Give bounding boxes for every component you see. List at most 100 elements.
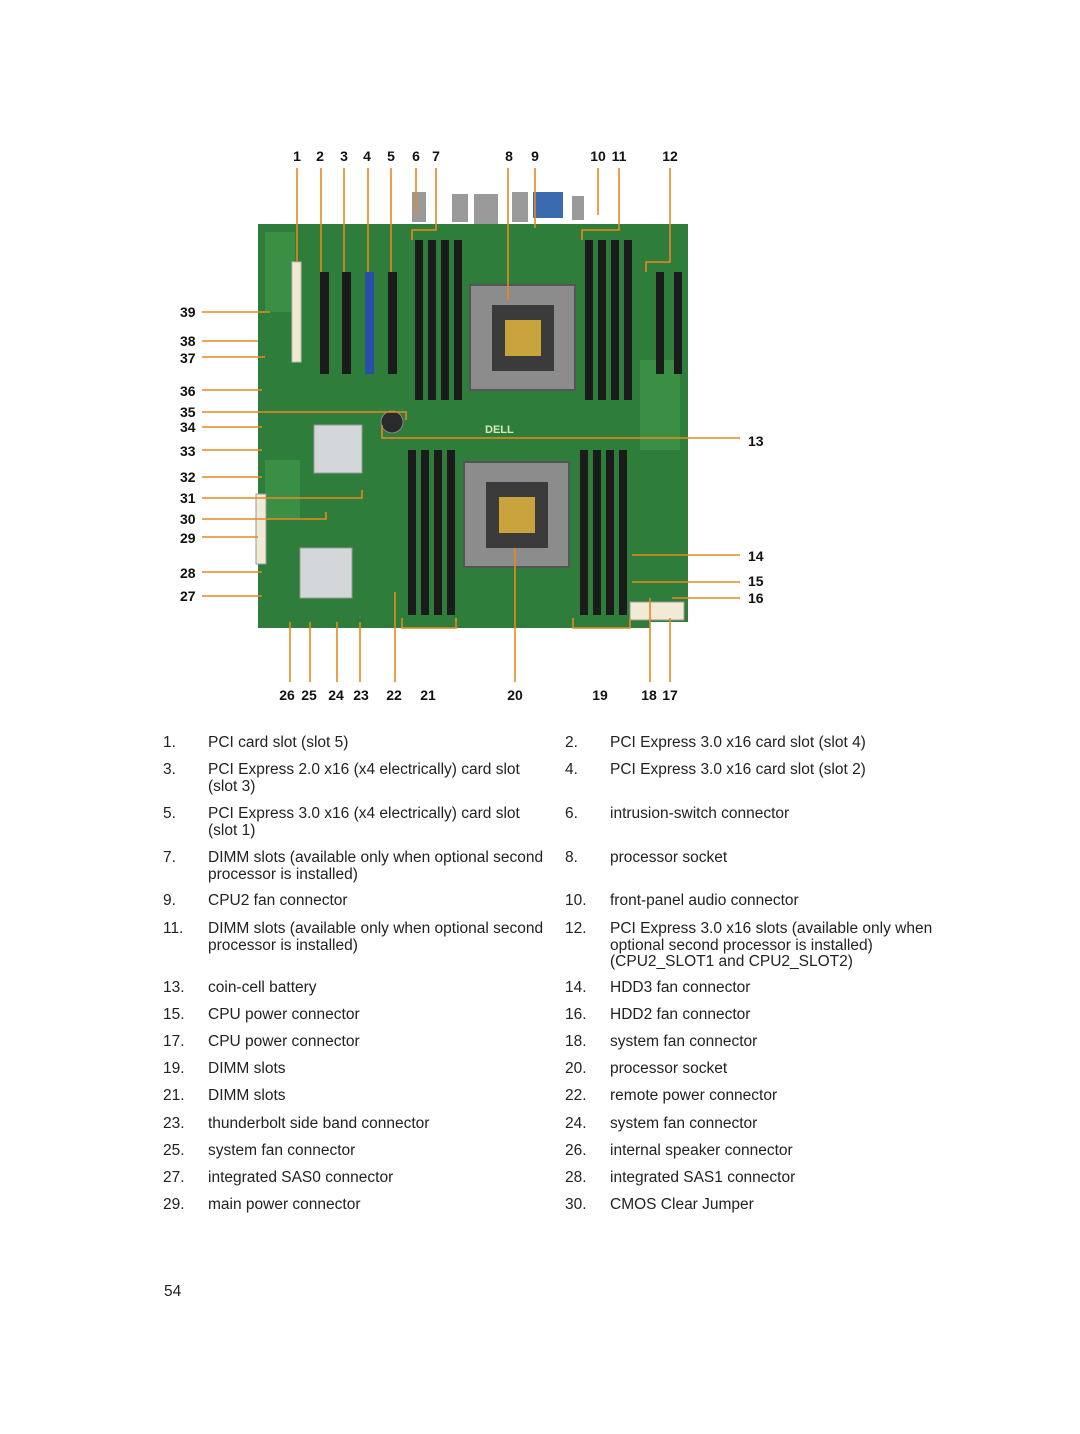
legend-number: 20.	[565, 1060, 587, 1077]
legend-number: 9.	[163, 892, 176, 909]
page-number: 54	[164, 1283, 182, 1300]
callout-bottom-17: 17	[662, 687, 678, 703]
legend-number: 29.	[163, 1196, 185, 1213]
legend-text: CPU power connector	[208, 1033, 360, 1050]
legend-number: 3.	[163, 761, 176, 778]
legend-text: HDD2 fan connector	[610, 1006, 751, 1023]
callout-left-30: 30	[180, 511, 196, 527]
legend-number: 14.	[565, 979, 587, 996]
legend-text: main power connector	[208, 1196, 361, 1213]
callout-top-12: 12	[662, 148, 678, 164]
callout-top-3: 3	[340, 148, 348, 164]
legend-number: 21.	[163, 1087, 185, 1104]
legend-number: 8.	[565, 849, 578, 866]
callout-left-37: 37	[180, 350, 196, 366]
legend-text: processor socket	[610, 1060, 728, 1077]
callout-bottom-18: 18	[641, 687, 657, 703]
legend-text: remote power connector	[610, 1087, 778, 1104]
legend-number: 26.	[565, 1142, 587, 1159]
callout-left-39: 39	[180, 304, 196, 320]
legend-text: DIMM slots (available only when optional…	[208, 849, 544, 883]
callout-numbers: 1 2 3 4 5 6 7 8 9 10 11 12 39 38 37 36 3…	[180, 148, 764, 703]
legend-number: 16.	[565, 1006, 587, 1023]
legend-text: PCI Express 3.0 x16 card slot (slot 2)	[610, 761, 866, 778]
legend-number: 23.	[163, 1115, 185, 1132]
legend-text: HDD3 fan connector	[610, 979, 751, 996]
legend-text: DIMM slots (available only when optional…	[208, 920, 544, 954]
legend-text: coin-cell battery	[208, 979, 317, 996]
callout-left-36: 36	[180, 383, 196, 399]
callout-right-13: 13	[748, 433, 764, 449]
legend-number: 13.	[163, 979, 185, 996]
legend-text: PCI Express 3.0 x16 card slot (slot 4)	[610, 734, 866, 751]
callout-top-11: 11	[612, 148, 627, 164]
legend-number: 7.	[163, 849, 176, 866]
motherboard-image: DELL	[255, 192, 688, 628]
legend-number: 24.	[565, 1115, 587, 1132]
callout-left-28: 28	[180, 565, 196, 581]
legend-number: 12.	[565, 920, 587, 937]
callout-top-8: 8	[505, 148, 513, 164]
callout-top-7: 7	[432, 148, 440, 164]
legend-text: processor socket	[610, 849, 728, 866]
callout-bottom-21: 21	[420, 687, 436, 703]
legend-text: PCI Express 3.0 x16 (x4 electrically) ca…	[208, 805, 520, 839]
legend-text: DIMM slots	[208, 1060, 286, 1077]
legend-text: PCI Express 3.0 x16 slots (available onl…	[610, 920, 933, 970]
callout-left-32: 32	[180, 469, 196, 485]
legend-text: CPU power connector	[208, 1006, 360, 1023]
callout-top-6: 6	[412, 148, 420, 164]
legend-text: system fan connector	[610, 1033, 758, 1050]
callout-bottom-23: 23	[353, 687, 369, 703]
callout-left-33: 33	[180, 443, 196, 459]
legend-number: 6.	[565, 805, 578, 822]
callout-left-31: 31	[180, 490, 196, 506]
legend-number: 18.	[565, 1033, 587, 1050]
legend-number: 15.	[163, 1006, 185, 1023]
legend-text: system fan connector	[610, 1115, 758, 1132]
callout-right-14: 14	[748, 548, 764, 564]
legend-number: 1.	[163, 734, 176, 751]
callout-bottom-22: 22	[386, 687, 402, 703]
legend-number: 10.	[565, 892, 587, 909]
callout-right-15: 15	[748, 573, 764, 589]
callout-bottom-20: 20	[507, 687, 523, 703]
legend-text: system fan connector	[208, 1142, 356, 1159]
legend-number: 17.	[163, 1033, 185, 1050]
legend-number: 2.	[565, 734, 578, 751]
callout-top-2: 2	[316, 148, 324, 164]
callout-bottom-19: 19	[592, 687, 608, 703]
legend-text: integrated SAS1 connector	[610, 1169, 796, 1186]
processor-socket-lower	[463, 461, 570, 568]
legend-text: CPU2 fan connector	[208, 892, 348, 909]
legend-text: front-panel audio connector	[610, 892, 799, 909]
legend-text: integrated SAS0 connector	[208, 1169, 394, 1186]
legend-text: DIMM slots	[208, 1087, 286, 1104]
callout-top-10: 10	[590, 148, 606, 164]
motherboard-diagram: DELL	[180, 148, 764, 703]
legend-text: PCI card slot (slot 5)	[208, 734, 349, 751]
legend-number: 11.	[163, 920, 184, 937]
legend-text: CMOS Clear Jumper	[610, 1196, 754, 1213]
legend-text: internal speaker connector	[610, 1142, 793, 1159]
callout-right-16: 16	[748, 590, 764, 606]
legend-number: 27.	[163, 1169, 185, 1186]
callout-bottom-25: 25	[301, 687, 317, 703]
board-logo: DELL	[485, 424, 514, 436]
callout-left-38: 38	[180, 333, 196, 349]
callout-bottom-24: 24	[328, 687, 344, 703]
callout-left-29: 29	[180, 530, 196, 546]
leader-lines	[202, 168, 740, 682]
legend-number: 30.	[565, 1196, 587, 1213]
legend-text: thunderbolt side band connector	[208, 1115, 430, 1132]
callout-left-34: 34	[180, 419, 196, 435]
legend-number: 22.	[565, 1087, 587, 1104]
callout-bottom-26: 26	[279, 687, 295, 703]
legend-number: 19.	[163, 1060, 185, 1077]
callout-top-5: 5	[387, 148, 395, 164]
callout-top-4: 4	[363, 148, 371, 164]
callout-left-27: 27	[180, 588, 196, 604]
legend-text: intrusion-switch connector	[610, 805, 790, 822]
legend-number: 5.	[163, 805, 176, 822]
callout-top-9: 9	[531, 148, 539, 164]
